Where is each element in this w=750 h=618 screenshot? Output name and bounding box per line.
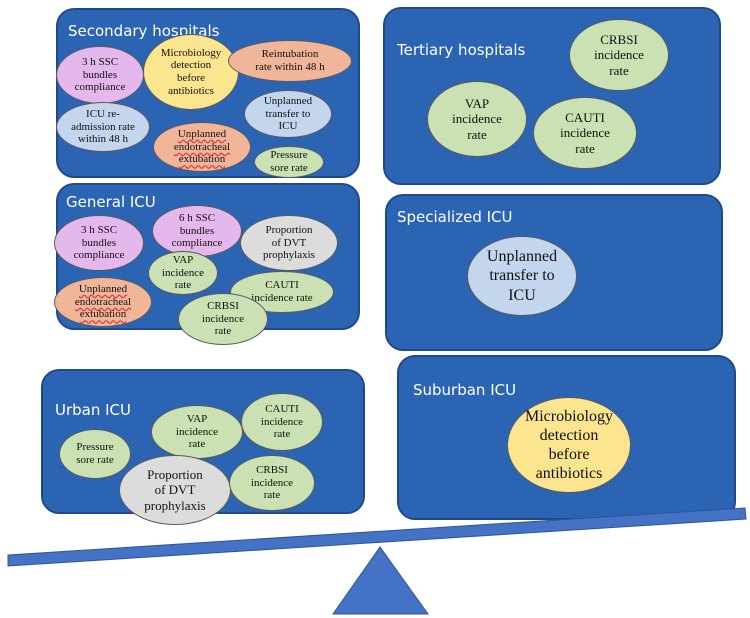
panel-title: Specialized ICU bbox=[397, 208, 513, 226]
oval-crbsi-incidence-rate: CRBSI incidence rate bbox=[569, 19, 669, 91]
oval-unplanned-transfer: Unplanned transfer to ICU bbox=[467, 236, 577, 316]
panel-specialized-icu: Specialized ICU Unplanned transfer to IC… bbox=[385, 194, 723, 351]
fulcrum-triangle bbox=[332, 546, 429, 615]
panel-general-icu: General ICU 3 h SSC bundles compliance 6… bbox=[54, 183, 360, 345]
oval-unplanned-extubation: Unplanned endotracheal extubation bbox=[54, 277, 152, 327]
oval-icu-readmission-rate: ICU re- admission rate within 48 h bbox=[56, 102, 150, 152]
oval-reintubation-rate: Reintubation rate within 48 h bbox=[228, 40, 352, 82]
oval-crbsi-incidence-rate: CRBSI incidence rate bbox=[178, 293, 268, 345]
oval-proportion-dvt-prophylaxis: Proportion of DVT prophylaxis bbox=[119, 455, 231, 525]
oval-unplanned-transfer: Unplanned transfer to ICU bbox=[244, 90, 332, 138]
balance-beam bbox=[7, 507, 747, 567]
panel-suburban-icu: Suburban ICU Microbiology detection befo… bbox=[397, 355, 736, 520]
oval-3h-ssc-bundles: 3 h SSC bundles compliance bbox=[54, 215, 144, 271]
oval-3h-ssc-bundles: 3 h SSC bundles compliance bbox=[56, 46, 144, 104]
oval-proportion-dvt-prophylaxis: Proportion of DVT prophylaxis bbox=[240, 215, 338, 271]
oval-microbiology-detection: Microbiology detection before antibiotic… bbox=[507, 397, 631, 493]
panel-title: Urban ICU bbox=[55, 401, 132, 419]
oval-pressure-sore-rate: Pressure sore rate bbox=[59, 429, 131, 479]
oval-cauti-incidence-rate: CAUTI incidence rate bbox=[533, 97, 637, 169]
panel-title: Suburban ICU bbox=[413, 381, 517, 399]
panel-secondary-hospitals: Secondary hospitals 3 h SSC bundles comp… bbox=[56, 8, 360, 178]
oval-unplanned-extubation-text: Unplanned endotracheal extubation bbox=[74, 283, 132, 321]
oval-unplanned-extubation: Unplanned endotracheal extubation bbox=[153, 122, 251, 172]
panel-urban-icu: Urban ICU VAP incidence rate CAUTI incid… bbox=[41, 369, 365, 525]
oval-vap-incidence-rate: VAP incidence rate bbox=[148, 251, 218, 295]
oval-unplanned-extubation-text: Unplanned endotracheal extubation bbox=[173, 128, 231, 166]
oval-crbsi-incidence-rate: CRBSI incidence rate bbox=[229, 455, 315, 511]
panel-title: General ICU bbox=[66, 193, 156, 211]
oval-pressure-sore-rate: Pressure sore rate bbox=[254, 146, 324, 178]
oval-vap-incidence-rate: VAP incidence rate bbox=[151, 405, 243, 459]
oval-microbiology-detection: Microbiology detection before antibiotic… bbox=[143, 34, 239, 110]
oval-vap-incidence-rate: VAP incidence rate bbox=[427, 81, 527, 157]
oval-cauti-incidence-rate: CAUTI incidence rate bbox=[241, 393, 323, 451]
panel-tertiary-hospitals: Tertiary hospitals CRBSI incidence rate … bbox=[383, 7, 721, 185]
panel-title: Tertiary hospitals bbox=[397, 41, 526, 59]
